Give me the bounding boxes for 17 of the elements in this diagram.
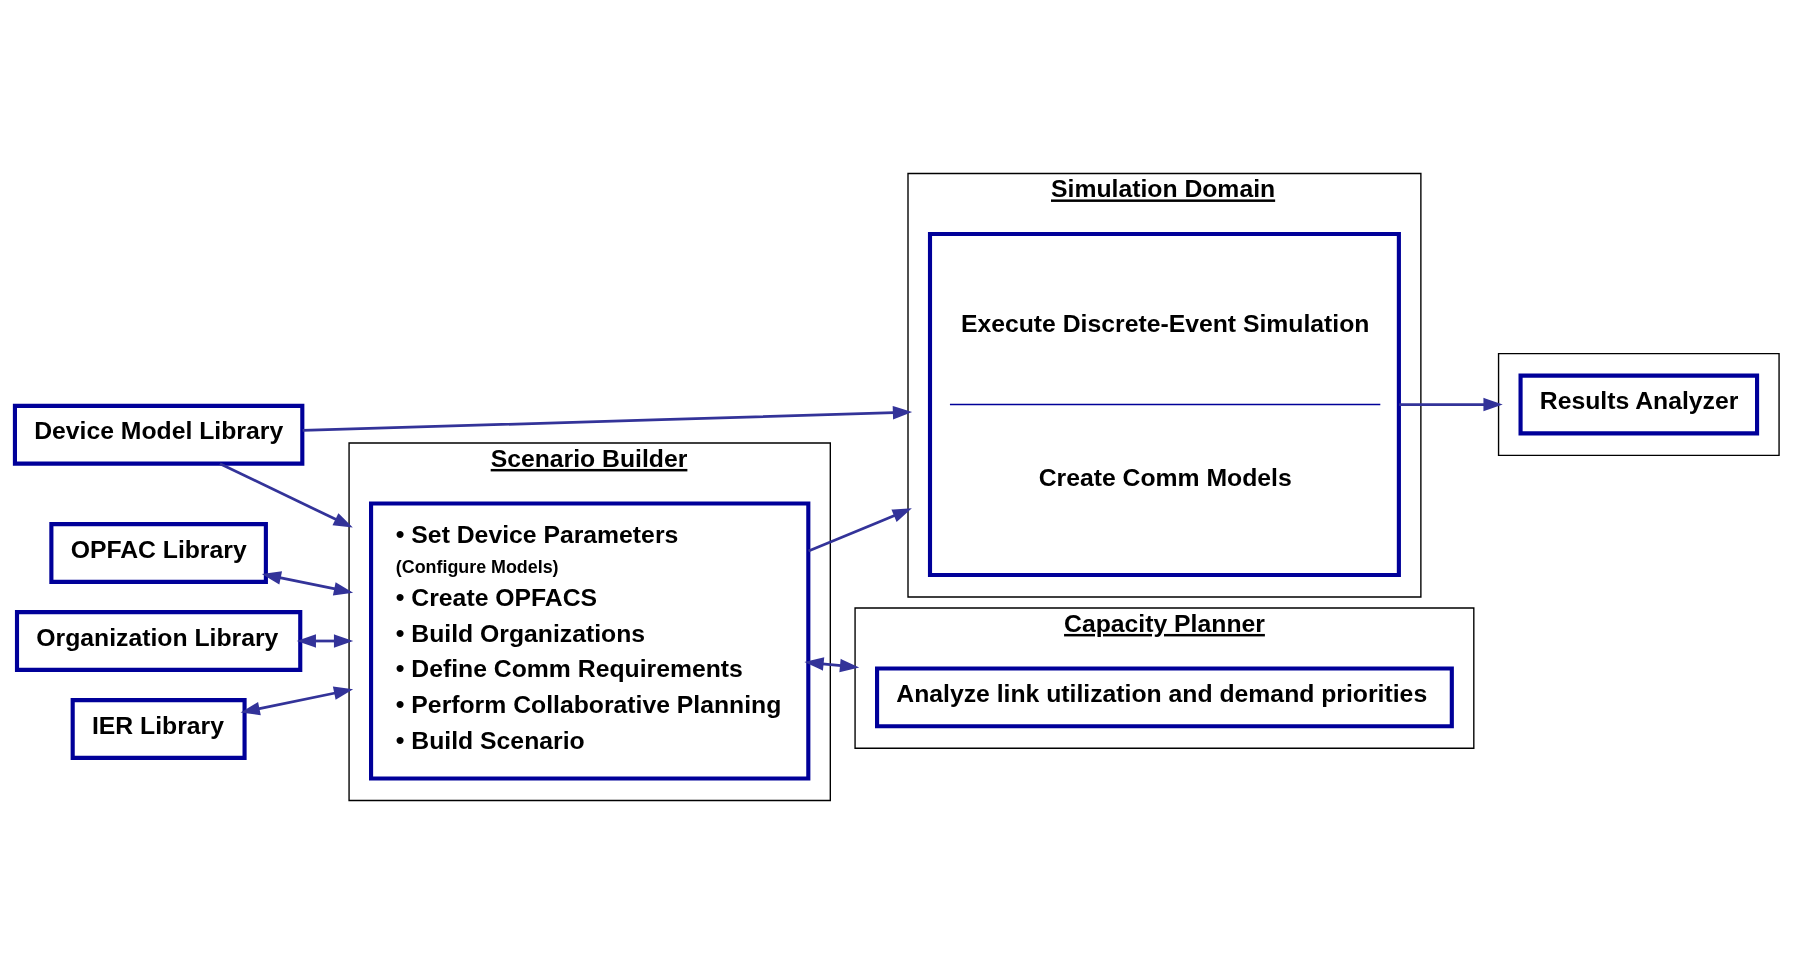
arrow [261,570,353,595]
node-box: Execute Discrete-Event Simulation Create Comm Models [927,231,1401,577]
arrow [296,633,353,648]
arrow [807,507,912,552]
node-box: Results Analyzer [1518,373,1759,435]
node-box: • Set Device Parameters (Configure Models) • Create OPFACS • Build Organizations • Define Comm Requirements • Perform Collaborative Planning • Build Scenario [368,500,810,781]
arrow [1398,397,1503,411]
arrow [240,686,353,715]
node-box: OPFAC Library [48,521,268,584]
node-box: Analyze link utilization and demand priorities [874,665,1454,728]
node-box: Device Model Library [12,403,304,466]
arrow [803,656,859,672]
node-box: IER Library [70,697,247,760]
arrow [302,405,912,432]
arrow [218,461,353,528]
node-box: Organization Library [14,609,302,672]
cluster [1497,352,1780,456]
